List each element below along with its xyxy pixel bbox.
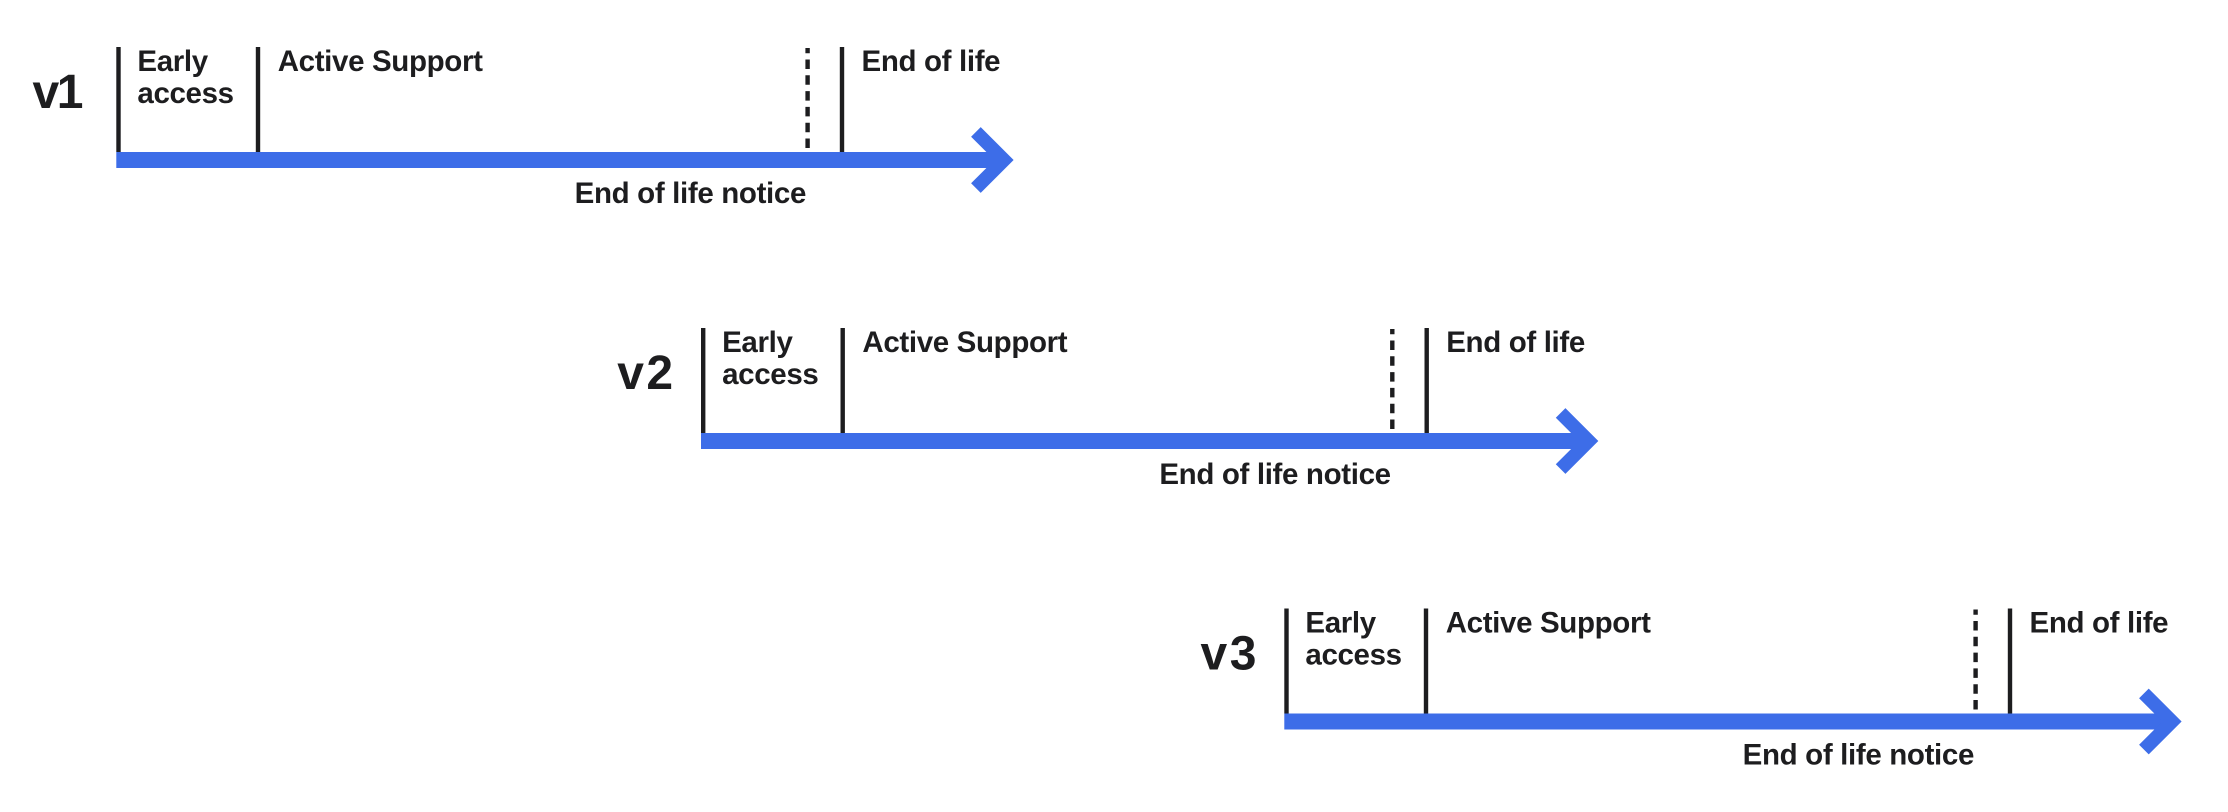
svg-text:End of life notice: End of life notice: [1743, 738, 1974, 771]
svg-text:End of life: End of life: [2030, 606, 2169, 639]
svg-text:v2: v2: [617, 347, 675, 400]
svg-text:End of life: End of life: [862, 45, 1001, 78]
svg-text:End of life notice: End of life notice: [575, 177, 806, 210]
svg-text:Early: Early: [1305, 606, 1376, 639]
svg-text:End of life: End of life: [1446, 326, 1585, 359]
svg-text:access: access: [137, 77, 233, 110]
svg-text:Early: Early: [722, 326, 793, 359]
svg-text:Early: Early: [137, 45, 208, 78]
svg-text:End of life notice: End of life notice: [1159, 458, 1390, 491]
svg-text:Active Support: Active Support: [1446, 606, 1651, 639]
svg-text:v1: v1: [33, 66, 83, 119]
svg-text:Active Support: Active Support: [278, 45, 483, 78]
svg-text:v3: v3: [1201, 628, 1259, 681]
svg-text:Active Support: Active Support: [862, 326, 1067, 359]
svg-text:access: access: [722, 358, 818, 391]
svg-text:access: access: [1305, 638, 1401, 671]
